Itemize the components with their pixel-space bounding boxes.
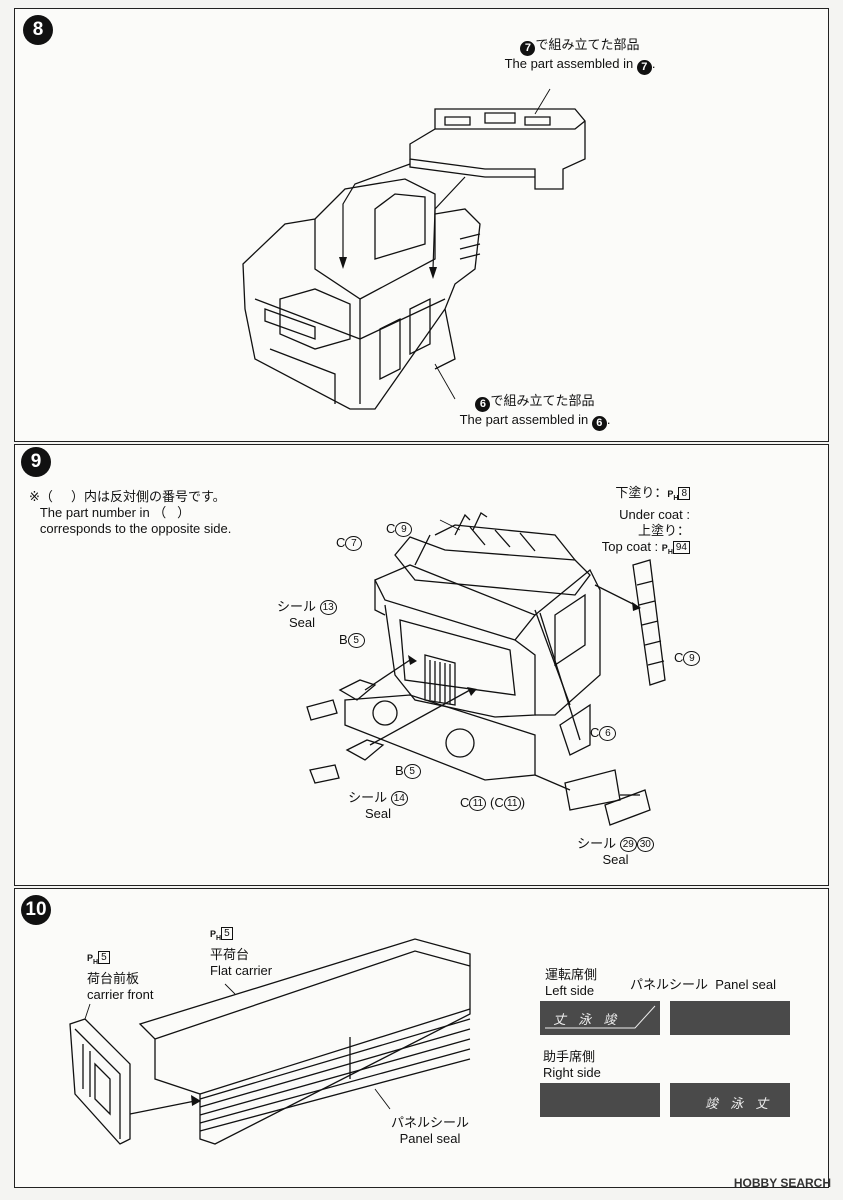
step-number: 8	[23, 15, 53, 45]
step-8-panel: 8	[14, 8, 829, 442]
cab-interior-illustration	[242, 88, 586, 410]
step-ref-circle: 6	[475, 397, 491, 412]
under-coat-code: 8	[678, 487, 690, 500]
left-side-seal-text: 丈 泳 竣	[553, 1013, 621, 1028]
note-en-line2: corresponds to the opposite side.	[39, 521, 232, 536]
note-en-line1-suffix: ）	[177, 505, 191, 520]
left-side-label: 運転席側 Left side	[545, 967, 598, 998]
top-coat-en: Top coat :	[601, 538, 659, 554]
step-number: 10	[21, 895, 51, 925]
top-coat-jp: 上塗り：	[637, 522, 690, 538]
truck-cab-illustration	[306, 512, 666, 826]
callout-suffix: .	[651, 56, 656, 71]
step-ref-circle: 7	[636, 60, 652, 75]
paint-code-icon: PH	[661, 542, 673, 556]
callout-en: The part assembled in	[504, 56, 634, 71]
under-coat-en: Under coat :	[619, 506, 690, 522]
right-side-seal-text: 竣 泳 丈	[705, 1097, 773, 1112]
right-side-label: 助手席側 Right side	[543, 1049, 601, 1080]
step-ref-circle: 7	[520, 41, 536, 56]
panel-seal-key-label: パネルシール Panel seal	[630, 977, 776, 992]
right-side-seal-lettered	[670, 1083, 790, 1117]
left-side-seal-lettered	[540, 1001, 660, 1035]
paint-code-icon: PH	[667, 489, 679, 502]
step-9-panel: 9 ※（ ）内は反対側の番号です。 The part number in （ ）…	[14, 444, 829, 886]
note-en-line1: The part number in （	[39, 505, 167, 520]
step-ref-circle: 6	[591, 416, 607, 431]
note-jp-prefix: ※（	[29, 489, 53, 504]
step-number: 9	[21, 447, 51, 477]
under-coat-jp: 下塗り：	[615, 485, 668, 500]
panel-seal-label: パネルシール Panel seal	[390, 1115, 469, 1146]
flat-carrier-illustration	[69, 938, 471, 1145]
callout-jp: で組み立てた部品	[490, 393, 595, 408]
right-side-seal-plain	[540, 1083, 660, 1117]
seal-stripes	[545, 1005, 785, 1111]
callout-suffix: .	[606, 412, 611, 427]
callout-jp: で組み立てた部品	[535, 37, 640, 52]
opposite-side-note: ※（ ）内は反対側の番号です。 The part number in （ ） c…	[29, 489, 231, 537]
note-jp-suffix: ）内は反対側の番号です。	[70, 489, 226, 504]
hobby-search-watermark: HOBBY SEARCH	[733, 1176, 831, 1190]
callout-en: The part assembled in	[459, 412, 589, 427]
left-side-seal-plain	[670, 1001, 790, 1035]
top-coat-code: 94	[672, 540, 690, 554]
